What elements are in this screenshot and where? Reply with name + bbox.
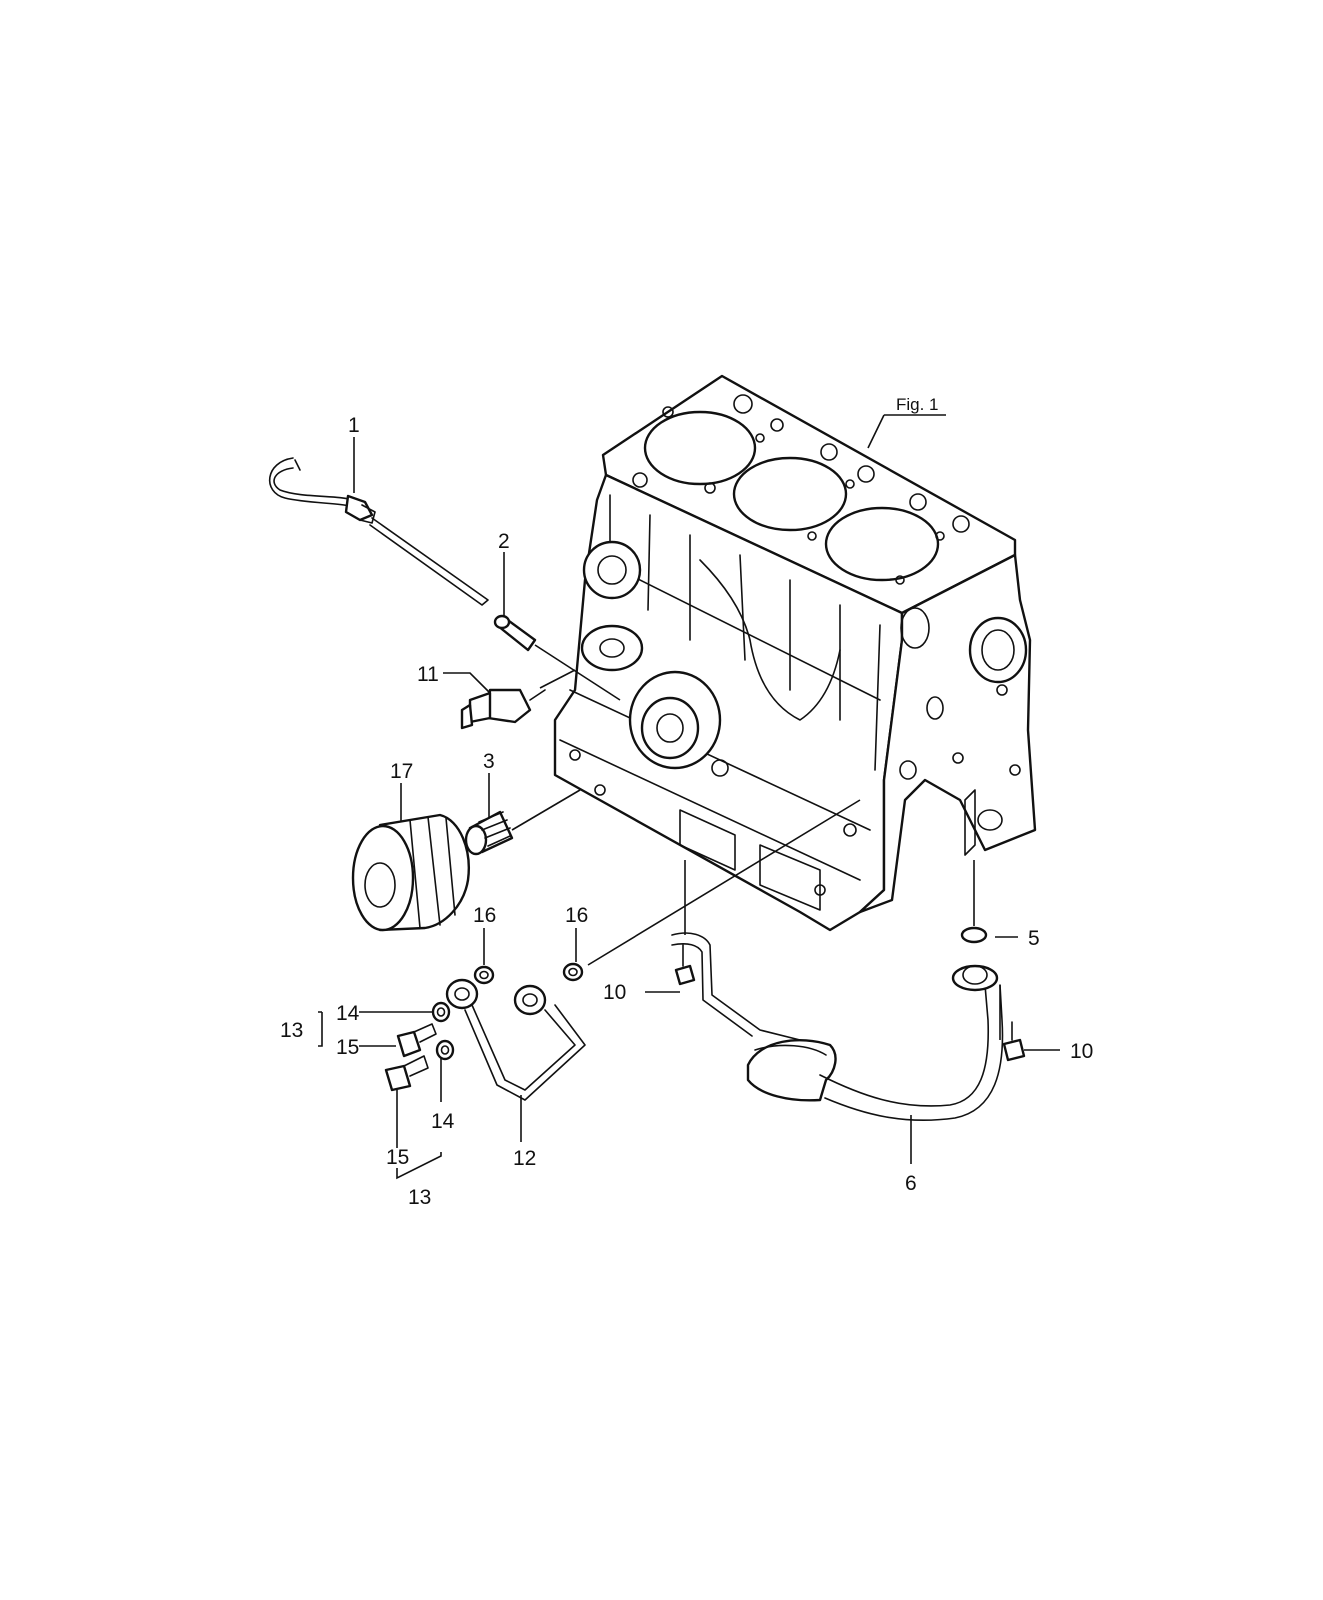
leader-lines xyxy=(318,414,1060,1180)
oil-pressure-switch-icon xyxy=(460,688,546,730)
bolt-icon xyxy=(384,944,1026,1092)
washer-icon xyxy=(431,962,584,1061)
callout-12: 12 xyxy=(513,1147,536,1170)
oil-filter-icon xyxy=(351,813,470,932)
oil-strainer-icon xyxy=(671,932,1004,1122)
figure-label: Fig. 1 xyxy=(896,395,939,414)
callout-6: 6 xyxy=(905,1172,917,1195)
filter-nipple-icon xyxy=(464,810,514,856)
callout-16-left: 16 xyxy=(473,904,496,927)
callout-5: 5 xyxy=(1028,927,1040,950)
callout-14-upper: 14 xyxy=(336,1002,360,1025)
callout-15-upper: 15 xyxy=(336,1036,359,1059)
callout-17: 17 xyxy=(390,760,413,783)
callout-13-bottom: 13 xyxy=(408,1186,431,1209)
callout-13-left: 13 xyxy=(280,1019,303,1042)
callout-10-left: 10 xyxy=(603,981,626,1004)
callout-2: 2 xyxy=(498,530,510,553)
cylinder-block-icon xyxy=(553,374,1037,932)
callout-11: 11 xyxy=(417,663,439,686)
callout-15-lower: 15 xyxy=(386,1146,409,1169)
oil-dipstick-icon xyxy=(269,457,489,606)
callout-1: 1 xyxy=(348,414,360,437)
callout-14-lower: 14 xyxy=(431,1110,455,1133)
dipstick-guide-icon xyxy=(493,614,537,652)
o-ring-icon xyxy=(960,926,988,944)
callout-10-right: 10 xyxy=(1070,1040,1093,1063)
callout-16-right: 16 xyxy=(565,904,588,927)
callout-3: 3 xyxy=(483,750,495,773)
oil-pipe-icon xyxy=(445,978,586,1101)
